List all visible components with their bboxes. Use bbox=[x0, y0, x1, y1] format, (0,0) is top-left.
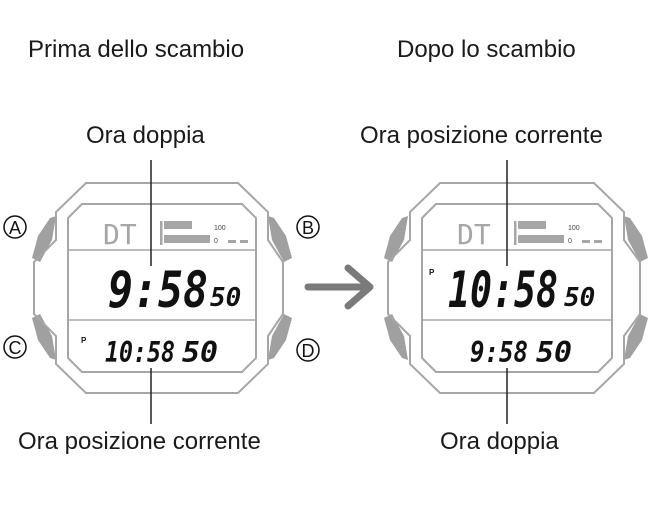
after-pm-indicator: P bbox=[429, 268, 435, 277]
after-sub-seconds: 50 bbox=[536, 336, 572, 369]
button-a-shape bbox=[32, 216, 56, 262]
bar-max: 100 bbox=[214, 225, 226, 232]
after-bottom-label: Ora doppia bbox=[440, 428, 559, 455]
face-outline bbox=[67, 203, 257, 373]
button-d-shape-after bbox=[624, 314, 648, 360]
watch-before: DT 100 0 9:58 50 P 10:58 50 A C B bbox=[3, 160, 320, 424]
before-sub-seconds: 50 bbox=[182, 336, 218, 369]
mode-dt-text-after: DT bbox=[457, 218, 491, 251]
svg-text:B: B bbox=[302, 218, 314, 238]
before-top-label: Ora doppia bbox=[86, 122, 205, 149]
button-a-label: A bbox=[3, 215, 27, 239]
before-main-seconds: 50 bbox=[210, 283, 241, 313]
case-outline bbox=[33, 182, 284, 394]
button-b-shape bbox=[268, 216, 292, 262]
button-b-shape-after bbox=[624, 216, 648, 262]
button-d-label: D bbox=[296, 338, 320, 362]
case-outline-after bbox=[387, 182, 641, 394]
svg-text:D: D bbox=[302, 341, 315, 361]
after-main-time: 10:58 bbox=[448, 261, 558, 319]
bar-min: 0 bbox=[214, 238, 218, 245]
after-main-seconds: 50 bbox=[564, 283, 595, 313]
watch-after: DT 100 0 P 10:58 50 9:58 50 bbox=[384, 160, 648, 424]
button-b-label: B bbox=[296, 215, 320, 239]
before-sub-time: 10:58 bbox=[105, 336, 175, 369]
button-c-shape-after bbox=[384, 314, 408, 360]
arrow-right-icon bbox=[304, 264, 374, 310]
bar-graph-icon-after bbox=[514, 221, 564, 245]
svg-text:A: A bbox=[9, 218, 21, 238]
face-outline-after bbox=[421, 203, 613, 373]
heading-after: Dopo lo scambio bbox=[397, 36, 576, 63]
after-top-label: Ora posizione corrente bbox=[360, 122, 603, 149]
svg-text:C: C bbox=[9, 338, 22, 358]
button-d-shape bbox=[268, 314, 292, 360]
after-sub-time: 9:58 bbox=[470, 336, 528, 369]
bar-min-after: 0 bbox=[568, 238, 572, 245]
before-bottom-label: Ora posizione corrente bbox=[18, 428, 261, 455]
heading-before: Prima dello scambio bbox=[28, 36, 245, 63]
before-main-time: 9:58 bbox=[108, 261, 208, 319]
button-c-label: C bbox=[3, 335, 27, 359]
bar-graph-icon bbox=[160, 221, 210, 245]
bar-max-after: 100 bbox=[568, 225, 580, 232]
before-pm-indicator: P bbox=[81, 336, 87, 345]
button-a-shape-after bbox=[384, 216, 408, 262]
mode-dt-text: DT bbox=[103, 218, 137, 251]
button-c-shape bbox=[32, 314, 56, 360]
